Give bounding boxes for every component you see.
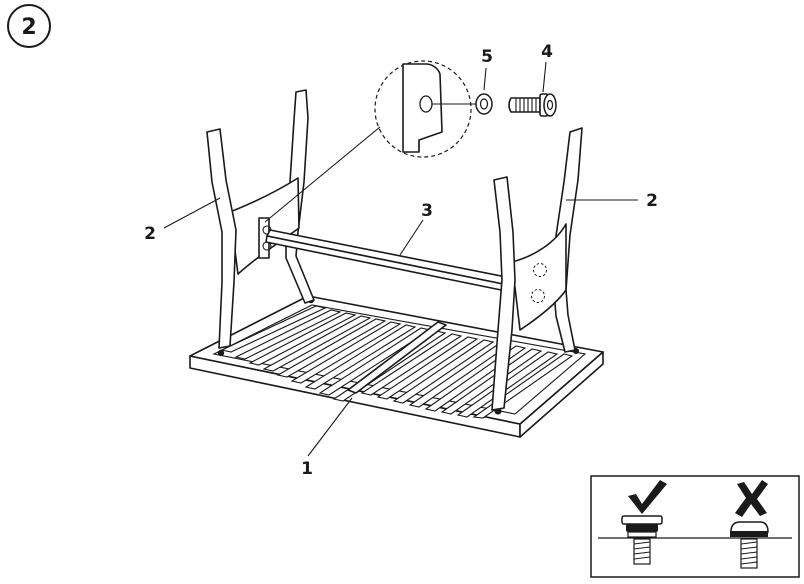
leg-right	[491, 127, 583, 411]
callout-leg-left: 2	[144, 224, 156, 244]
tabletop	[189, 295, 604, 438]
check-icon	[628, 480, 667, 514]
detail-bubble	[374, 60, 476, 158]
detail-leader-line	[264, 126, 381, 223]
correct-fastener	[621, 515, 663, 565]
cross-icon	[735, 480, 768, 517]
bolt	[508, 93, 557, 117]
wrong-fastener	[730, 521, 769, 569]
leg-left	[206, 89, 315, 349]
step-number: 2	[21, 15, 36, 40]
step-badge: 2	[7, 4, 51, 48]
callout-leaders	[163, 61, 638, 457]
callout-bolt: 4	[541, 42, 553, 62]
callout-tabletop: 1	[301, 459, 313, 479]
washer	[475, 93, 493, 115]
callout-crossbar: 3	[421, 201, 433, 221]
tightening-inset	[590, 475, 800, 578]
callout-leg-right: 2	[646, 191, 658, 211]
callout-washer: 5	[481, 47, 493, 67]
